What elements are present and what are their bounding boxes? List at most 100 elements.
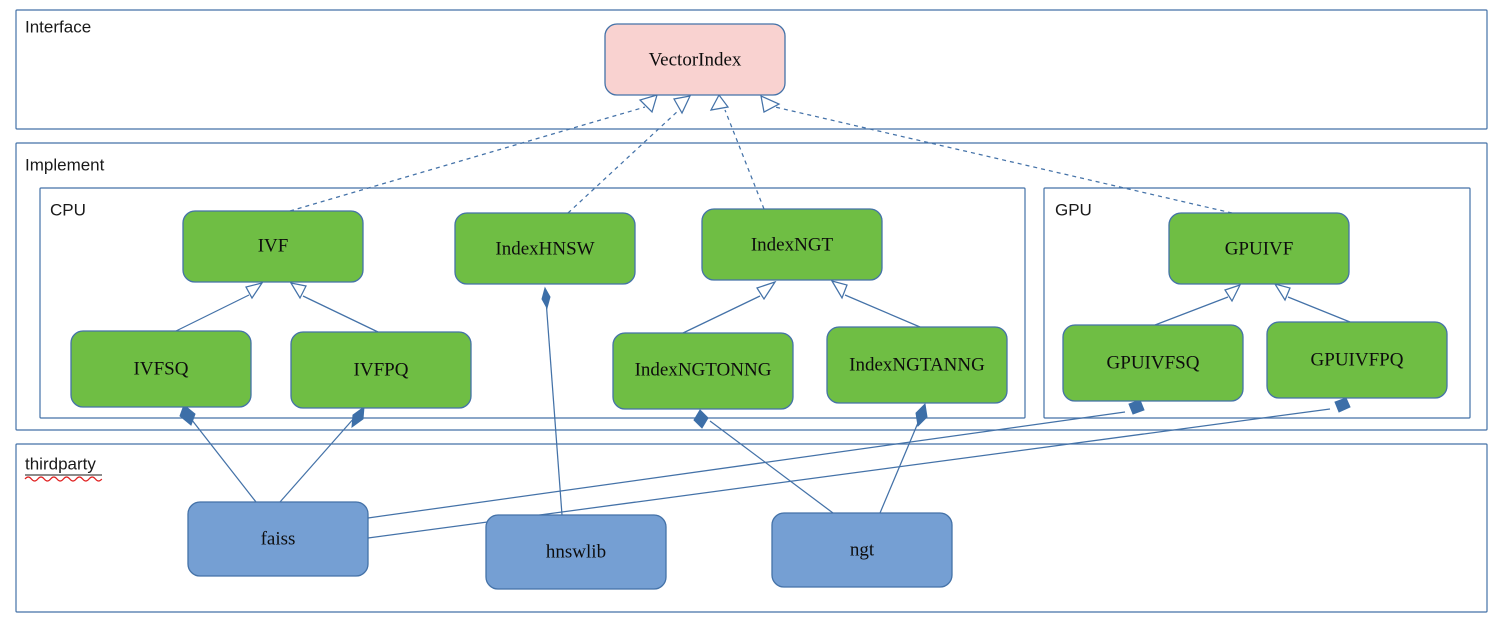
node-gpuivf-rect[interactable] [1168, 212, 1350, 285]
edge-faiss-to-ivfpq-line [279, 416, 356, 503]
node-gpuivfpq-rect[interactable] [1266, 321, 1448, 399]
node-indexngt[interactable]: IndexNGT [701, 208, 883, 281]
node-indexngt-label: IndexNGT [751, 234, 834, 255]
edge-faiss-to-ivfpq-diamond-icon [351, 405, 365, 429]
edge-hnswlib-to-indexhnsw[interactable] [541, 286, 563, 516]
group-gpu-label: GPU [1055, 200, 1092, 219]
edge-indexngt-to-vectorindex-arrowhead-icon [709, 93, 730, 111]
node-indexhnsw[interactable]: IndexHNSW [454, 212, 636, 285]
node-ivfpq-label: IVFPQ [354, 359, 409, 380]
edge-ngt-to-indexngtonng-line [709, 420, 834, 514]
group-thirdparty[interactable]: thirdparty [15, 443, 1488, 613]
edge-gpuivfpq-to-gpuivf[interactable] [1273, 282, 1351, 323]
edge-ngt-to-indexngtanng-diamond-icon [915, 402, 928, 428]
spellcheck-squiggle-icon [24, 476, 103, 482]
edge-ngt-to-indexngtonng-diamond-icon [693, 409, 709, 429]
node-ngt-rect[interactable] [771, 512, 953, 588]
edge-gpuivfpq-to-gpuivf-line [1287, 296, 1351, 323]
group-cpu-label: CPU [50, 200, 86, 219]
node-indexngtonng-rect[interactable] [612, 332, 794, 410]
edge-hnswlib-to-indexhnsw-diamond-icon [541, 286, 551, 310]
node-gpuivfpq-label: GPUIVFPQ [1311, 349, 1404, 370]
node-ivf-rect[interactable] [182, 210, 364, 283]
group-implement-label: Implement [25, 155, 105, 174]
node-hnswlib-label: hnswlib [546, 541, 606, 562]
edge-ngt-to-indexngtanng[interactable] [879, 402, 928, 514]
node-vectorindex[interactable]: VectorIndex [604, 23, 786, 96]
edge-faiss-to-gpuivfpq-diamond-icon [1334, 397, 1351, 413]
node-faiss[interactable]: faiss [187, 501, 369, 577]
edge-gpuivfpq-to-gpuivf-arrowhead-icon [1273, 282, 1291, 302]
edge-gpuivf-to-vectorindex[interactable] [760, 94, 1233, 214]
edge-faiss-to-ivfsq-diamond-icon [179, 404, 196, 426]
group-thirdparty-rect[interactable] [15, 443, 1488, 613]
edge-indexngtonng-to-indexngt[interactable] [682, 280, 777, 334]
edge-ivf-to-vectorindex-arrowhead-icon [638, 94, 658, 114]
node-gpuivf-label: GPUIVF [1225, 238, 1294, 259]
edge-ivfsq-to-ivf-arrowhead-icon [245, 282, 264, 300]
node-ivfpq-rect[interactable] [290, 331, 472, 409]
edge-indexngtanng-to-indexngt-arrowhead-icon [830, 280, 848, 300]
edge-ivf-to-vectorindex[interactable] [289, 94, 658, 212]
edge-indexngt-to-vectorindex[interactable] [709, 93, 765, 210]
group-interface-label: Interface [25, 17, 91, 36]
node-ivf-label: IVF [258, 235, 289, 256]
node-vectorindex-rect[interactable] [604, 23, 786, 96]
node-gpuivf[interactable]: GPUIVF [1168, 212, 1350, 285]
node-hnswlib-rect[interactable] [485, 514, 667, 590]
edge-ivfpq-to-ivf[interactable] [289, 282, 379, 333]
node-indexhnsw-rect[interactable] [454, 212, 636, 285]
edge-ivfsq-to-ivf[interactable] [175, 282, 264, 332]
node-ivfsq-label: IVFSQ [134, 358, 189, 379]
edge-indexngtonng-to-indexngt-line [682, 295, 761, 334]
edge-ivfpq-to-ivf-line [302, 295, 379, 333]
node-indexhnsw-label: IndexHNSW [495, 238, 594, 259]
edge-indexhnsw-to-vectorindex-arrowhead-icon [673, 95, 692, 115]
edge-ngt-to-indexngtanng-line [879, 417, 921, 514]
node-indexngtonng[interactable]: IndexNGTONNG [612, 332, 794, 410]
edge-faiss-to-ivfsq[interactable] [179, 404, 257, 503]
node-faiss-label: faiss [261, 528, 296, 549]
node-ivfsq-rect[interactable] [70, 330, 252, 408]
edge-faiss-to-ivfsq-line [187, 414, 257, 503]
edge-faiss-to-ivfpq[interactable] [279, 405, 365, 503]
node-hnswlib[interactable]: hnswlib [485, 514, 667, 590]
node-ivfsq[interactable]: IVFSQ [70, 330, 252, 408]
edge-ivfpq-to-ivf-arrowhead-icon [289, 282, 307, 300]
edge-indexhnsw-to-vectorindex-line [567, 109, 680, 214]
node-vectorindex-label: VectorIndex [649, 49, 742, 70]
edge-indexngt-to-vectorindex-line [724, 109, 765, 210]
node-indexngt-rect[interactable] [701, 208, 883, 281]
node-ngt[interactable]: ngt [771, 512, 953, 588]
edge-hnswlib-to-indexhnsw-line [545, 299, 563, 516]
edge-gpuivfsq-to-gpuivf[interactable] [1154, 283, 1242, 326]
edge-gpuivfsq-to-gpuivf-arrowhead-icon [1224, 283, 1242, 303]
edge-faiss-to-gpuivfsq-diamond-icon [1128, 399, 1145, 415]
edge-gpuivf-to-vectorindex-line [774, 106, 1233, 214]
node-gpuivfpq[interactable]: GPUIVFPQ [1266, 321, 1448, 399]
edge-indexngtanng-to-indexngt-line [844, 294, 921, 328]
node-indexngtanng[interactable]: IndexNGTANNG [826, 326, 1008, 404]
node-faiss-rect[interactable] [187, 501, 369, 577]
edge-ngt-to-indexngtonng[interactable] [693, 409, 834, 514]
edge-faiss-to-gpuivfsq[interactable] [367, 399, 1145, 519]
edge-indexngtanng-to-indexngt[interactable] [830, 280, 921, 328]
node-ivf[interactable]: IVF [182, 210, 364, 283]
edge-ivfsq-to-ivf-line [175, 294, 250, 332]
edge-indexngtonng-to-indexngt-arrowhead-icon [756, 280, 777, 301]
node-gpuivfsq-rect[interactable] [1062, 324, 1244, 402]
node-ivfpq[interactable]: IVFPQ [290, 331, 472, 409]
node-indexngtanng-label: IndexNGTANNG [849, 354, 985, 375]
edge-faiss-to-gpuivfsq-line [367, 411, 1126, 519]
node-gpuivfsq-label: GPUIVFSQ [1107, 352, 1200, 373]
group-thirdparty-label: thirdparty [25, 454, 96, 473]
node-indexngtonng-label: IndexNGTONNG [635, 359, 772, 380]
node-indexngtanng-rect[interactable] [826, 326, 1008, 404]
node-gpuivfsq[interactable]: GPUIVFSQ [1062, 324, 1244, 402]
edge-gpuivfsq-to-gpuivf-line [1154, 296, 1229, 326]
edge-indexhnsw-to-vectorindex[interactable] [567, 95, 692, 214]
node-ngt-label: ngt [850, 539, 875, 560]
edge-gpuivf-to-vectorindex-arrowhead-icon [760, 94, 781, 113]
